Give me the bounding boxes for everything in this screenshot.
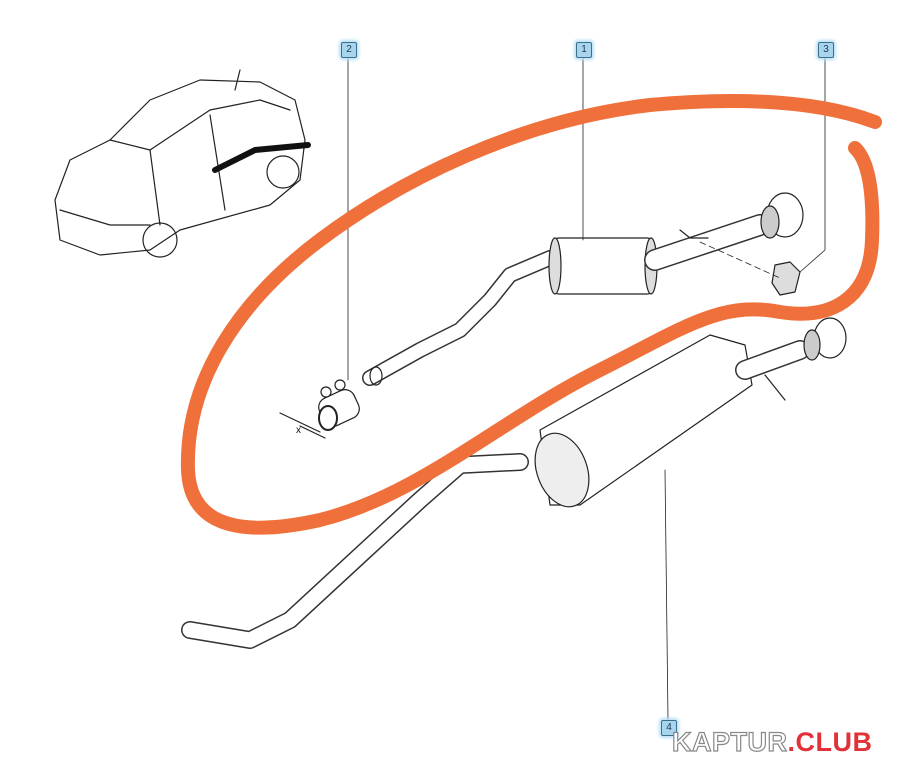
highlight-annotation [180, 94, 882, 535]
watermark-part1: KAPTUR [671, 726, 788, 757]
callout-2[interactable]: 2 [341, 42, 357, 58]
dimension-label: x [296, 425, 301, 436]
callout-3[interactable]: 3 [818, 42, 834, 58]
rubber-mount-3 [699, 241, 801, 296]
watermark-part2: .CLUB [787, 727, 873, 757]
rear-silencer-4 [181, 317, 847, 649]
clamp-2 [279, 379, 360, 439]
car-thumbnail [54, 69, 311, 258]
silencer-1 [548, 192, 804, 295]
watermark: KAPTUR.CLUB [671, 726, 873, 758]
callout-4[interactable]: 4 [661, 720, 677, 736]
callout-1[interactable]: 1 [576, 42, 592, 58]
